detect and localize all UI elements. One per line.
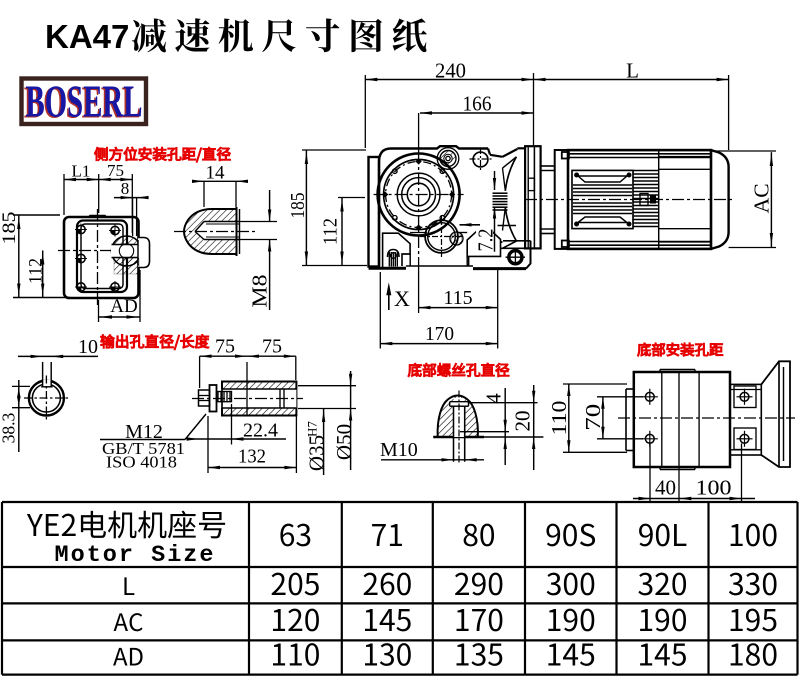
svg-text:130: 130 <box>362 631 412 675</box>
svg-text:M12: M12 <box>125 421 163 443</box>
svg-text:75: 75 <box>262 336 282 358</box>
svg-text:AC: AC <box>750 183 774 213</box>
svg-text:100: 100 <box>696 476 732 500</box>
svg-text:166: 166 <box>463 92 492 116</box>
svg-text:GB/T 5781: GB/T 5781 <box>102 439 185 458</box>
svg-text:AD: AD <box>113 638 144 673</box>
svg-text:260: 260 <box>362 560 412 604</box>
svg-text:170: 170 <box>454 596 504 640</box>
svg-text:115: 115 <box>443 287 472 309</box>
svg-text:X: X <box>394 286 410 311</box>
svg-text:BOSERL: BOSERL <box>24 77 141 127</box>
svg-text:120: 120 <box>270 596 320 640</box>
svg-text:100: 100 <box>728 511 778 555</box>
svg-text:ISO 4018: ISO 4018 <box>106 453 177 472</box>
svg-text:KA47: KA47 <box>45 18 129 55</box>
svg-text:L: L <box>122 567 135 602</box>
svg-text:112: 112 <box>26 258 47 284</box>
svg-text:M10: M10 <box>380 439 418 461</box>
svg-text:90S: 90S <box>545 511 596 555</box>
svg-text:180: 180 <box>728 631 778 675</box>
svg-text:170: 170 <box>425 323 454 345</box>
svg-text:90L: 90L <box>638 511 688 555</box>
svg-text:240: 240 <box>435 59 466 83</box>
svg-text:M8: M8 <box>248 275 272 308</box>
svg-text:L: L <box>626 59 639 83</box>
svg-text:190: 190 <box>546 596 596 640</box>
svg-text:330: 330 <box>728 560 778 604</box>
svg-text:300: 300 <box>546 560 596 604</box>
svg-text:320: 320 <box>638 560 688 604</box>
svg-text:190: 190 <box>638 596 688 640</box>
svg-text:YE2电机机座号: YE2电机机座号 <box>26 501 227 545</box>
svg-text:22.4: 22.4 <box>243 420 278 442</box>
svg-text:输出孔直径/长度: 输出孔直径/长度 <box>100 331 210 352</box>
svg-text:40: 40 <box>655 476 676 500</box>
svg-text:AD: AD <box>110 296 137 317</box>
svg-text:110: 110 <box>270 631 320 675</box>
svg-text:4: 4 <box>482 393 506 404</box>
svg-text:110: 110 <box>547 401 571 436</box>
svg-text:112: 112 <box>320 218 342 245</box>
svg-text:侧方位安装孔距/直径: 侧方位安装孔距/直径 <box>94 144 231 165</box>
svg-text:8: 8 <box>121 179 130 198</box>
svg-text:10: 10 <box>78 336 98 358</box>
svg-text:H7: H7 <box>305 421 320 437</box>
svg-text:减速机尺寸图纸: 减速机尺寸图纸 <box>131 9 435 60</box>
svg-text:70: 70 <box>581 404 605 431</box>
svg-text:71: 71 <box>371 511 404 555</box>
svg-text:75: 75 <box>107 161 124 180</box>
svg-text:185: 185 <box>0 212 20 245</box>
svg-text:20: 20 <box>511 411 535 432</box>
svg-text:Ø50: Ø50 <box>332 424 356 460</box>
svg-text:14: 14 <box>206 163 226 184</box>
svg-text:132: 132 <box>238 446 266 468</box>
svg-text:Ø35: Ø35 <box>304 435 328 471</box>
svg-text:L1: L1 <box>72 162 91 181</box>
svg-text:63: 63 <box>279 511 312 555</box>
svg-text:290: 290 <box>454 560 504 604</box>
svg-text:底部安装孔距: 底部安装孔距 <box>637 339 724 360</box>
svg-text:Motor Size: Motor Size <box>54 542 215 569</box>
svg-text:AC: AC <box>114 603 144 638</box>
svg-text:75: 75 <box>215 336 235 358</box>
svg-text:38.3: 38.3 <box>0 412 19 443</box>
svg-text:145: 145 <box>546 631 596 675</box>
svg-text:195: 195 <box>728 596 778 640</box>
svg-text:135: 135 <box>454 631 504 675</box>
svg-text:BOSERL: BOSERL <box>26 77 143 127</box>
svg-text:185: 185 <box>287 193 309 219</box>
svg-text:80: 80 <box>462 511 495 555</box>
svg-text:7.2: 7.2 <box>474 229 498 252</box>
svg-text:145: 145 <box>638 631 688 675</box>
svg-text:145: 145 <box>362 596 412 640</box>
svg-text:205: 205 <box>270 560 320 604</box>
svg-text:底部螺丝孔直径: 底部螺丝孔直径 <box>408 360 511 381</box>
